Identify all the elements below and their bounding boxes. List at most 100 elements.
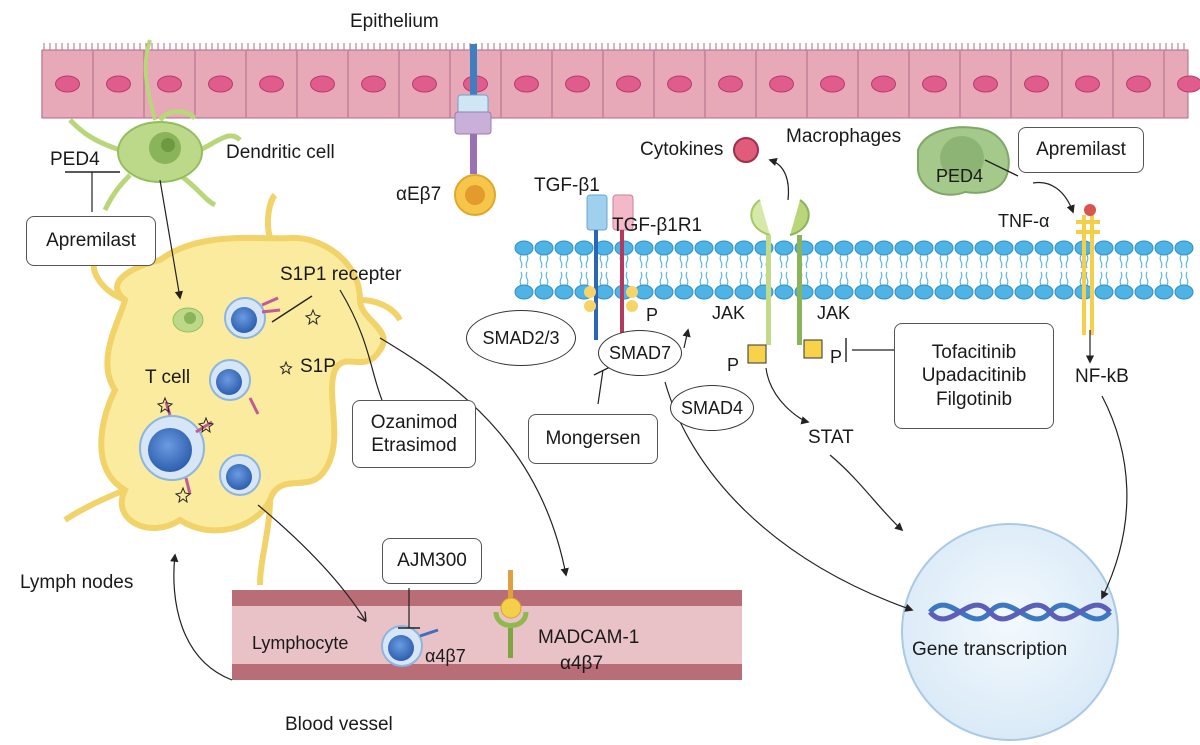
- p-jak-right-label: P: [830, 347, 843, 367]
- small-dendritic-cell: [172, 307, 204, 333]
- apremilast-right-text: Apremilast: [1036, 139, 1126, 161]
- lipid-head: [734, 284, 754, 300]
- lipid-tail: [779, 271, 789, 286]
- lipid-head: [694, 284, 714, 300]
- cytokines-label: Cytokines: [640, 139, 724, 160]
- lipid-tail: [599, 254, 609, 269]
- lipid-head: [714, 284, 734, 300]
- lipid-tail: [859, 271, 869, 286]
- cytokine-receptors: [733, 137, 823, 364]
- lipid-head: [1014, 284, 1034, 300]
- lipid-tail: [519, 254, 529, 269]
- lipid-tail: [939, 271, 949, 286]
- lipid-head: [974, 240, 994, 256]
- lipid-head: [634, 240, 654, 256]
- lipid-head: [914, 240, 934, 256]
- lipid-tail: [659, 254, 669, 269]
- lipid-tail: [1019, 254, 1029, 269]
- lipid-tail: [959, 254, 969, 269]
- ajm300-box: AJM300: [382, 538, 482, 584]
- lipid-tail: [1119, 271, 1129, 286]
- lipid-tail: [519, 271, 529, 286]
- lipid-head: [1094, 284, 1114, 300]
- epithelial-nucleus: [922, 75, 947, 93]
- epithelial-nucleus: [259, 75, 284, 93]
- lipid-head: [1034, 240, 1054, 256]
- mongersen-box: Mongersen: [528, 414, 658, 464]
- nfkb-label: NF-kB: [1075, 366, 1129, 387]
- lipid-head: [1054, 240, 1074, 256]
- lipid-head: [894, 284, 914, 300]
- lipid-tail: [979, 254, 989, 269]
- lipid-head: [1134, 240, 1154, 256]
- s1p1-receptor-label: S1P1 recepter: [280, 264, 402, 285]
- lipid-head: [774, 284, 794, 300]
- lipid-head: [814, 240, 834, 256]
- lipid-tail: [1119, 254, 1129, 269]
- epithelial-nucleus: [769, 75, 794, 93]
- alpha4beta7-lymphocyte-label: α4β7: [425, 646, 466, 666]
- lipid-head: [514, 284, 534, 300]
- lipid-tail: [579, 254, 589, 269]
- epithelial-nucleus: [55, 75, 80, 93]
- lipid-tail: [1059, 254, 1069, 269]
- etrasimod-text: Etrasimod: [371, 435, 457, 456]
- lipid-head: [874, 240, 894, 256]
- lipid-tail: [579, 271, 589, 286]
- lipid-head: [834, 240, 854, 256]
- lipid-tail: [939, 254, 949, 269]
- ped4-left-label: PED4: [50, 149, 100, 170]
- epithelial-nucleus: [310, 75, 335, 93]
- mongersen-text: Mongersen: [545, 428, 641, 450]
- epithelial-nucleus: [871, 75, 896, 93]
- lipid-head: [734, 240, 754, 256]
- lipid-head: [834, 284, 854, 300]
- lipid-head: [554, 240, 574, 256]
- blood-vessel: [232, 570, 742, 680]
- lipid-head: [894, 240, 914, 256]
- epithelial-nucleus: [820, 75, 845, 93]
- epithelial-nucleus: [412, 75, 437, 93]
- tgf-beta1r1-label: TGF-β1R1: [612, 215, 703, 236]
- ozanimod-text: Ozanimod: [370, 411, 458, 433]
- lipid-head: [854, 240, 874, 256]
- alpha-e-beta7-integrin: [454, 44, 496, 216]
- tgf-beta-receptors: [584, 194, 638, 340]
- lymph-nodes-label: Lymph nodes: [20, 572, 134, 593]
- lipid-tail: [1159, 271, 1169, 286]
- p-smad-label: P: [646, 305, 659, 325]
- smad7-node: SMAD7: [598, 330, 682, 376]
- lipid-tail: [899, 254, 909, 269]
- lipid-tail: [999, 254, 1009, 269]
- lipid-tail: [679, 271, 689, 286]
- lipid-head: [1094, 240, 1114, 256]
- lipid-tail: [1139, 271, 1149, 286]
- lipid-tail: [919, 271, 929, 286]
- epithelial-nucleus: [361, 75, 386, 93]
- lipid-tail: [559, 271, 569, 286]
- lymphocyte-cell: [381, 625, 439, 667]
- madcam1-label: MADCAM-1: [538, 627, 640, 648]
- epithelium-layer: [41, 43, 1200, 119]
- stat-label: STAT: [808, 427, 854, 448]
- cell-membrane: [514, 240, 1194, 300]
- lipid-tail: [1179, 254, 1189, 269]
- lipid-head: [914, 284, 934, 300]
- epithelial-nucleus: [208, 75, 233, 93]
- epithelial-nucleus: [667, 75, 692, 93]
- lipid-tail: [539, 271, 549, 286]
- lipid-head: [1014, 240, 1034, 256]
- lipid-tail: [879, 254, 889, 269]
- lipid-head: [1174, 284, 1194, 300]
- epithelial-nucleus: [157, 75, 182, 93]
- lipid-tail: [1179, 271, 1189, 286]
- lipid-tail: [739, 271, 749, 286]
- lipid-head: [1154, 284, 1174, 300]
- lipid-head: [814, 284, 834, 300]
- tgf-beta1-label: TGF-β1: [534, 175, 600, 196]
- lipid-head: [714, 240, 734, 256]
- lipid-tail: [839, 271, 849, 286]
- lipid-head: [574, 240, 594, 256]
- lymph-node: [63, 192, 403, 586]
